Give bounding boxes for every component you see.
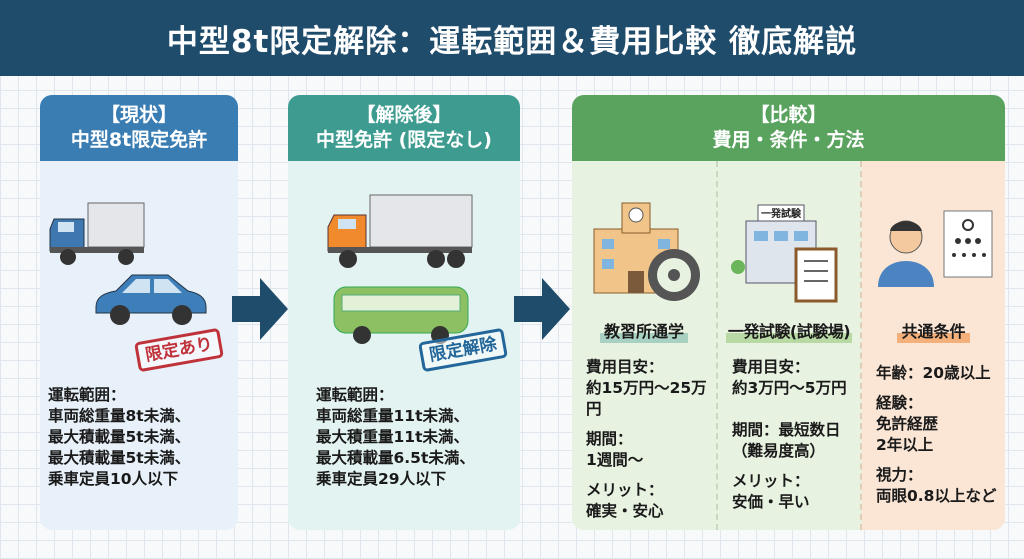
current-license-header: 【現状】 中型8t限定免許 bbox=[40, 95, 238, 161]
range-line: 乗車定員10人以下 bbox=[48, 470, 179, 488]
detail-value: 2年以上 bbox=[876, 436, 934, 454]
detail-label: 視力： bbox=[876, 466, 923, 484]
after-license-header: 【解除後】 中型免許 (限定なし) bbox=[288, 95, 520, 161]
header-line: 【現状】 bbox=[100, 104, 177, 126]
range-line: 最大積重量11t未満、 bbox=[316, 428, 469, 446]
detail-label: 費用目安： bbox=[732, 358, 810, 376]
current-license-panel: 【現状】 中型8t限定免許 限定あり 運転範囲： 車両総重量8t未満、 最大積載… bbox=[40, 95, 238, 530]
common-conditions-column: 共通条件 年齢：20歳以上 経験： 免許経歴 2年以上 視力： 両眼0.8以上など bbox=[862, 161, 1005, 530]
detail-value: 約3万円〜5万円 bbox=[732, 379, 847, 397]
range-line: 車両総重量11t未満、 bbox=[316, 407, 469, 425]
detail-label: 経験： bbox=[876, 394, 923, 412]
car-icon bbox=[95, 274, 207, 325]
driving-school-column: 教習所通学 費用目安： 約15万円〜25万円 期間： 1週間〜 メリット： 確実・安心 bbox=[572, 161, 718, 530]
page-title: 中型8t限定解除：運転範囲＆費用比較 徹底解説 bbox=[0, 0, 1024, 76]
column-title: 一発試験(試験場) bbox=[716, 321, 862, 343]
detail-label: メリット： bbox=[732, 472, 810, 490]
test-center-icon: 一発試験 bbox=[731, 204, 838, 303]
detail-value: 免許経歴 bbox=[876, 415, 939, 433]
school-building-icon bbox=[593, 202, 700, 301]
detail-value: 1週間〜 bbox=[586, 451, 644, 469]
range-line: 運転範囲： bbox=[316, 386, 394, 404]
direct-exam-column: 一発試験 一発試験(試験場) 費用目安： 約3万円〜5万円 期間：最短数日 （難易度… bbox=[718, 161, 862, 530]
truck-icon bbox=[49, 202, 145, 265]
school-details: 費用目安： 約15万円〜25万円 期間： 1週間〜 メリット： 確実・安心 bbox=[586, 357, 712, 530]
detail-value: （難易度高） bbox=[732, 442, 826, 460]
after-license-panel: 【解除後】 中型免許 (限定なし) 限定解除 運転範囲： 車両総重量11t未満、… bbox=[288, 95, 520, 530]
column-title: 共通条件 bbox=[860, 321, 1005, 343]
limited-stamp: 限定あり bbox=[134, 327, 224, 373]
person-eye-chart-icon bbox=[878, 210, 993, 287]
header-line: 中型免許 (限定なし) bbox=[316, 129, 492, 151]
detail-label: 費用目安： bbox=[586, 358, 664, 376]
detail-value: 確実・安心 bbox=[586, 502, 664, 520]
bus-icon bbox=[333, 286, 469, 344]
header-line: 【比較】 bbox=[750, 104, 827, 126]
comparison-panel: 【比較】 費用・条件・方法 教習所通学 費用目安： 約15万円〜25万円 期間： 1… bbox=[572, 95, 1005, 530]
range-line: 最大積載量5t未満、 bbox=[48, 449, 191, 467]
detail-value: 年齢：20歳以上 bbox=[876, 364, 991, 382]
exam-sign: 一発試験 bbox=[761, 207, 802, 220]
detail-label: 期間：最短数日 bbox=[732, 421, 841, 439]
detail-value: 約15万円〜25万円 bbox=[586, 379, 707, 418]
common-title: 共通条件 bbox=[897, 321, 970, 343]
range-line: 最大積載量5t未満、 bbox=[48, 428, 191, 446]
header-line: 費用・条件・方法 bbox=[712, 129, 865, 151]
truck-icon bbox=[327, 194, 473, 268]
header-line: 中型8t限定免許 bbox=[70, 129, 208, 151]
header-line: 【解除後】 bbox=[356, 104, 452, 126]
arrow-right-icon bbox=[232, 278, 288, 340]
school-title: 教習所通学 bbox=[599, 321, 688, 343]
detail-value: 両眼0.8以上など bbox=[876, 487, 997, 505]
detail-label: 期間： bbox=[586, 430, 633, 448]
exam-title: 一発試験(試験場) bbox=[725, 321, 853, 343]
current-range: 運転範囲： 車両総重量8t未満、 最大積載量5t未満、 最大積載量5t未満、 乗… bbox=[48, 385, 190, 490]
range-line: 最大積載量6.5t未満、 bbox=[316, 449, 475, 467]
comparison-header: 【比較】 費用・条件・方法 bbox=[572, 95, 1005, 161]
range-line: 運転範囲： bbox=[48, 386, 126, 404]
column-title: 教習所通学 bbox=[572, 321, 718, 343]
range-line: 車両総重量8t未満、 bbox=[48, 407, 191, 425]
after-range: 運転範囲： 車両総重量11t未満、 最大積重量11t未満、 最大積載量6.5t未… bbox=[316, 385, 475, 490]
range-line: 乗車定員29人以下 bbox=[316, 470, 447, 488]
arrow-right-icon bbox=[514, 278, 570, 340]
detail-label: メリット： bbox=[586, 481, 664, 499]
detail-value: 安価・早い bbox=[732, 493, 810, 511]
exam-details: 費用目安： 約3万円〜5万円 期間：最短数日 （難易度高） メリット： 安価・早い bbox=[732, 357, 856, 522]
common-details: 年齢：20歳以上 経験： 免許経歴 2年以上 視力： 両眼0.8以上など bbox=[876, 363, 1001, 516]
